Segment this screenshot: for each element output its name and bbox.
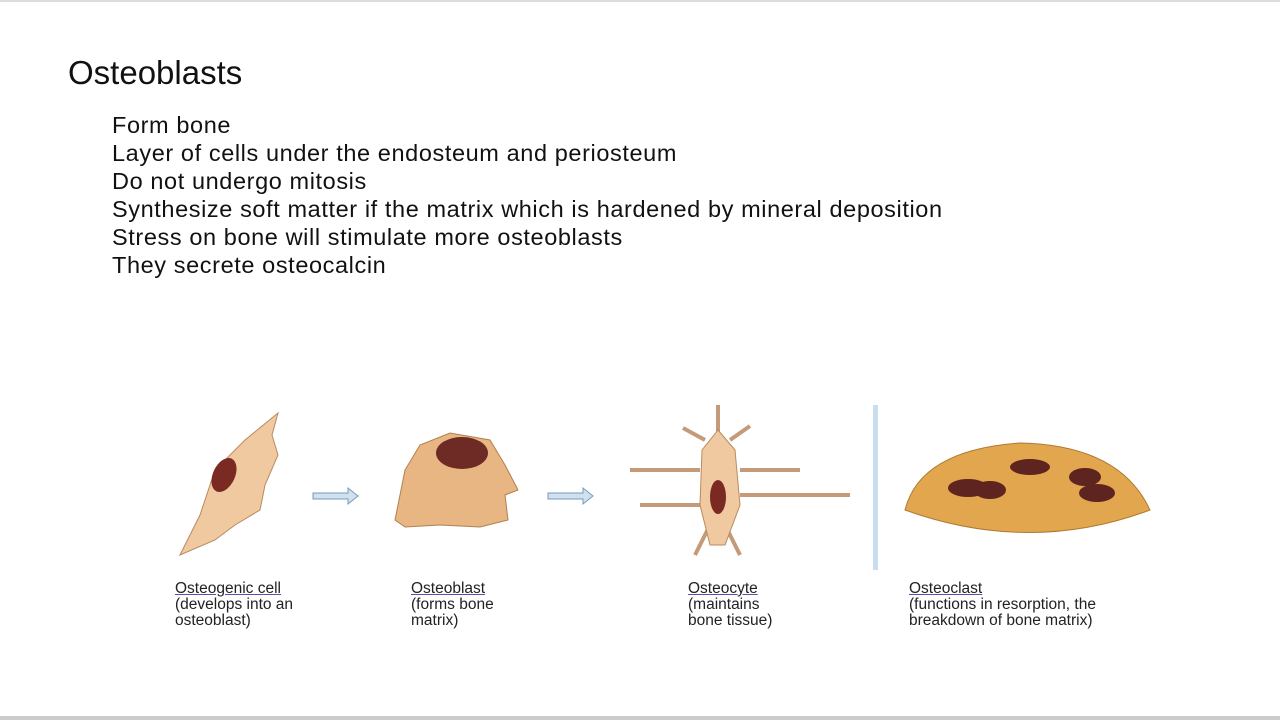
bullet-item: Stress on bone will stimulate more osteo… [112,224,623,250]
bullet-item: Form bone [112,112,232,138]
bullet-item: Synthesize soft matter if the matrix whi… [112,196,943,222]
bottom-border [0,716,1280,720]
osteocyte-illustration [630,405,850,556]
bullet-list: Form bone Layer of cells under the endos… [112,111,1072,279]
bone-cells-figure: Osteogenic cell (develops into an osteob… [160,395,1180,655]
bullet-item: Do not undergo mitosis [112,168,367,194]
arrow-icon [547,486,594,506]
arrow-icon [312,486,359,506]
osteoblast-caption: Osteoblast (forms bone matrix) [411,580,494,629]
divider [873,405,878,570]
bullet-item: They secrete osteocalcin [112,252,387,278]
osteogenic-cell-illustration [178,411,279,556]
osteoclast-illustration [904,442,1151,533]
osteoblast-illustration [394,432,519,528]
bullet-item: Layer of cells under the endosteum and p… [112,140,677,166]
osteogenic-cell-caption: Osteogenic cell (develops into an osteob… [175,580,294,629]
osteoclast-caption: Osteoclast (functions in resorption, the… [909,580,1096,629]
slide-title: Osteoblasts [68,54,243,91]
top-border [0,0,1280,2]
osteocyte-caption: Osteocyte (maintains bone tissue) [688,580,773,629]
